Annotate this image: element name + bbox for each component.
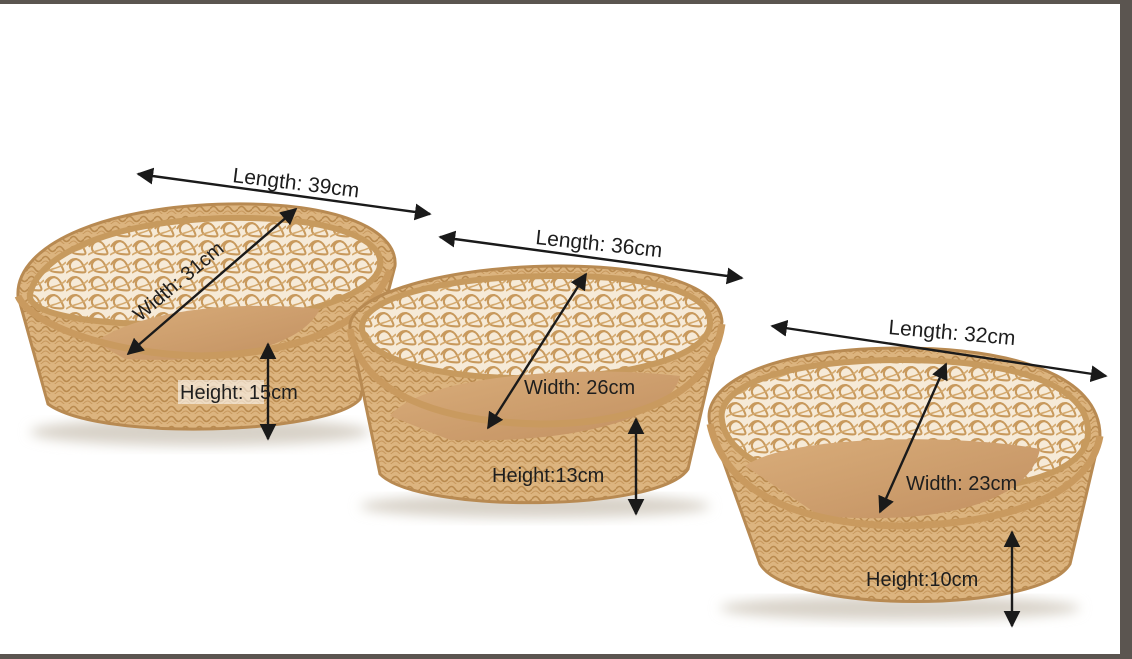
label-width-3: Width: 23cm (906, 473, 1017, 495)
label-height-1: Height: 15cm (180, 382, 298, 404)
arrow-length-1 (136, 167, 432, 221)
label-length-3: Length: 32cm (888, 316, 1017, 350)
basket-large (14, 202, 397, 446)
label-width-2: Width: 26cm (524, 377, 635, 399)
arrow-length-3 (770, 319, 1108, 383)
dimension-arrows (126, 167, 1108, 628)
arrow-width-3 (878, 362, 948, 514)
label-height-3: Height:10cm (866, 569, 978, 591)
arrow-width-2 (486, 272, 588, 430)
basket-dimensions-illustration: Length: 39cm Width: 31cm Height: 15cm Le… (14, 164, 1108, 628)
product-photo: Length: 39cm Width: 31cm Height: 15cm Le… (0, 4, 1120, 654)
arrow-length-2 (438, 230, 744, 285)
arrow-width-1 (126, 207, 298, 356)
label-length-2: Length: 36cm (534, 226, 663, 262)
label-height-2: Height:13cm (492, 465, 604, 487)
